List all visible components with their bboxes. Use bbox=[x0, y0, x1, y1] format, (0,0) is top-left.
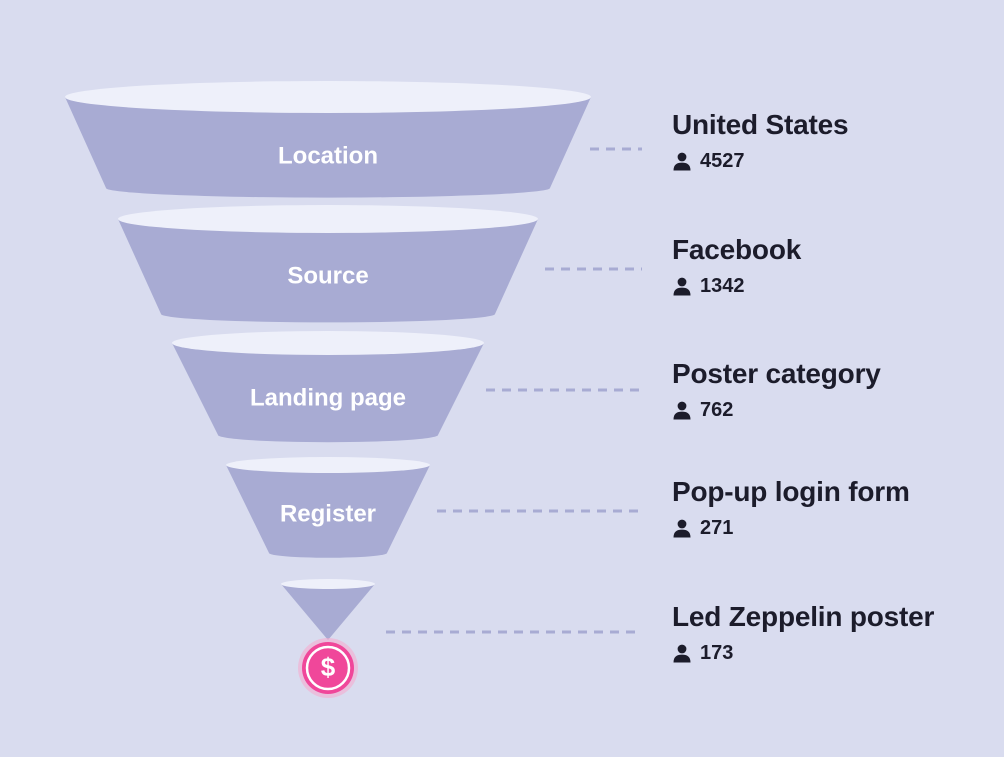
funnel-stage-body bbox=[118, 219, 538, 323]
stage-title: Led Zeppelin poster bbox=[672, 601, 935, 632]
funnel-stage-label: Location bbox=[278, 142, 378, 169]
funnel-stage bbox=[281, 579, 375, 640]
stage-detail-purchase: Led Zeppelin poster 173 bbox=[672, 601, 992, 665]
stage-title: United States bbox=[672, 109, 849, 140]
funnel-stage-body bbox=[172, 343, 484, 443]
stage-detail-register: Pop-up login form 271 bbox=[672, 476, 992, 540]
goal-badge-ring bbox=[305, 645, 351, 691]
dollar-sign-icon: $ bbox=[321, 652, 336, 682]
user-icon bbox=[673, 401, 691, 420]
funnel-stage: Landing page bbox=[172, 331, 484, 443]
funnel-stage-body bbox=[65, 97, 591, 198]
funnel-stage: Location bbox=[65, 81, 591, 198]
user-icon bbox=[673, 519, 691, 538]
stage-count-row: 271 bbox=[672, 516, 992, 540]
stage-detail-source: Facebook 1342 bbox=[672, 234, 992, 298]
user-count: 1342 bbox=[700, 274, 745, 297]
user-icon bbox=[673, 152, 691, 171]
funnel-stage-label: Landing page bbox=[250, 384, 406, 411]
funnel-stage-body bbox=[226, 465, 430, 558]
funnel-stage-rim bbox=[281, 579, 375, 589]
user-icon bbox=[673, 277, 691, 296]
stage-title: Pop-up login form bbox=[672, 476, 910, 507]
connector-lines bbox=[386, 147, 642, 634]
funnel-stage-rim bbox=[65, 81, 591, 113]
user-count: 271 bbox=[700, 516, 734, 539]
user-count: 762 bbox=[700, 398, 734, 421]
stage-detail-location: United States 4527 bbox=[672, 109, 992, 173]
funnel-stage-label: Register bbox=[280, 500, 376, 527]
funnel-stage-rim bbox=[118, 205, 538, 233]
funnel-stage-label: Source bbox=[287, 262, 368, 289]
user-count: 173 bbox=[700, 641, 734, 664]
goal-badge-circle bbox=[302, 642, 354, 694]
stage-count-row: 762 bbox=[672, 398, 992, 422]
stage-title: Facebook bbox=[672, 234, 802, 265]
stage-count-row: 173 bbox=[672, 641, 992, 665]
user-icon bbox=[673, 644, 691, 663]
funnel-stage-body bbox=[281, 584, 375, 640]
funnel-stage: Source bbox=[118, 205, 538, 323]
goal-badge: $ bbox=[298, 638, 358, 698]
stage-count-row: 4527 bbox=[672, 149, 992, 173]
stage-title: Poster category bbox=[672, 358, 881, 389]
funnel-stage-rim bbox=[226, 457, 430, 473]
stage-detail-landing-page: Poster category 762 bbox=[672, 358, 992, 422]
stage-count-row: 1342 bbox=[672, 274, 992, 298]
user-count: 4527 bbox=[700, 149, 745, 172]
funnel-stage: Register bbox=[226, 457, 430, 558]
funnel-stage-rim bbox=[172, 331, 484, 355]
